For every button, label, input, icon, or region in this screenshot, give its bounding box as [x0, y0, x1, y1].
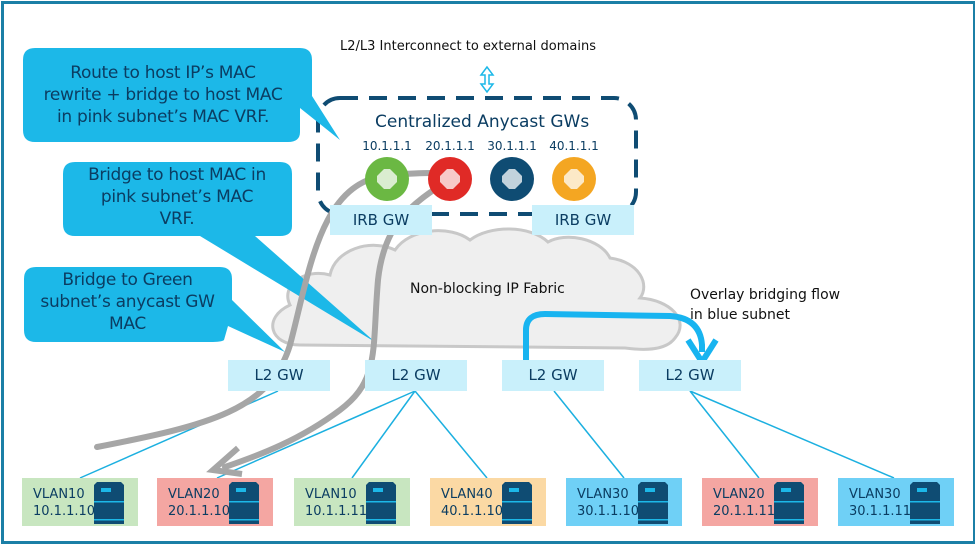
anycast-title: Centralized Anycast GWs	[375, 112, 590, 132]
host-vlan30-5: VLAN30 30.1.1.10	[566, 478, 682, 526]
router-icon	[490, 157, 534, 201]
callout-1-line-2: rewrite + bridge to host MAC	[43, 85, 283, 105]
callout-3-line-2: subnet’s anycast GW	[40, 292, 215, 312]
anycast-gw-ip: 20.1.1.1	[425, 139, 475, 153]
server-icon	[229, 482, 259, 524]
server-icon	[774, 482, 804, 524]
link-l2gw2-host2	[216, 390, 416, 479]
callout-2-line-1: Bridge to host MAC in	[88, 165, 266, 185]
l2-gw-1: L2 GW	[228, 360, 330, 391]
callout-1-bubble	[23, 48, 340, 142]
callout-3-line-1: Bridge to Green	[62, 270, 193, 290]
host-vlan: VLAN10	[33, 487, 85, 502]
host-vlan40-4: VLAN40 40.1.1.10	[430, 478, 546, 526]
overlay-label: Overlay bridging flow in blue subnet	[690, 285, 840, 325]
l2-gw-4: L2 GW	[639, 360, 741, 391]
callout-3-bubble	[24, 267, 285, 352]
callout-3-line-3: MAC	[109, 314, 146, 334]
anycast-group-box	[316, 96, 638, 216]
interconnect-arrow-icon	[479, 65, 495, 94]
host-ip: 30.1.1.11	[849, 504, 912, 519]
host-vlan: VLAN30	[849, 487, 901, 502]
router-icon	[365, 157, 409, 201]
host-vlan20-2: VLAN20 20.1.1.10	[157, 478, 273, 526]
server-icon	[502, 482, 532, 524]
host-vlan: VLAN30	[577, 487, 629, 502]
access-links	[79, 390, 895, 479]
host-ip: 10.1.1.11	[305, 504, 368, 519]
host-ip: 40.1.1.10	[441, 504, 504, 519]
callout-shapes	[23, 48, 375, 352]
host-ip: 20.1.1.11	[713, 504, 776, 519]
interconnect-label: L2/L3 Interconnect to external domains	[340, 39, 596, 54]
anycast-gw-ip: 40.1.1.1	[549, 139, 599, 153]
l2-gw-3: L2 GW	[502, 360, 604, 391]
host-vlan20-6: VLAN20 20.1.1.11	[702, 478, 818, 526]
callout-2-line-3: VRF.	[159, 209, 195, 229]
link-l2gw4-host7	[689, 390, 895, 479]
server-icon	[94, 482, 124, 524]
server-icon	[366, 482, 396, 524]
host-vlan: VLAN20	[713, 487, 765, 502]
callout-1-line-3: in pink subnet’s MAC VRF.	[56, 107, 270, 127]
link-l2gw2-host4	[414, 390, 488, 479]
host-label: VLAN40 40.1.1.10	[441, 486, 503, 520]
server-icon	[910, 482, 940, 524]
anycast-gw-ip: 10.1.1.1	[362, 139, 412, 153]
callout-route-to-host: Route to host IP’s MAC rewrite + bridge …	[28, 62, 298, 128]
callout-2-bubble	[63, 162, 375, 342]
host-label: VLAN10 10.1.1.11	[305, 486, 367, 520]
host-vlan: VLAN20	[168, 487, 220, 502]
host-vlan30-7: VLAN30 30.1.1.11	[838, 478, 954, 526]
callout-1-line-1: Route to host IP’s MAC	[70, 63, 256, 83]
host-ip: 30.1.1.10	[577, 504, 640, 519]
callout-2-line-2: pink subnet’s MAC	[100, 187, 254, 207]
fabric-label: Non-blocking IP Fabric	[410, 281, 565, 297]
host-ip: 10.1.1.10	[33, 504, 96, 519]
flow-path-green	[94, 170, 461, 450]
server-icon	[638, 482, 668, 524]
host-vlan10-3: VLAN10 10.1.1.11	[294, 478, 410, 526]
callout-bridge-to-host-mac: Bridge to host MAC in pink subnet’s MAC …	[64, 164, 290, 230]
overlay-bridging-arrow	[523, 310, 705, 360]
overlay-label-line-2: in blue subnet	[690, 307, 790, 323]
link-l2gw3-host5	[553, 390, 625, 479]
l2-gw-2: L2 GW	[365, 360, 467, 391]
anycast-gw-ip: 30.1.1.1	[487, 139, 537, 153]
router-icon	[428, 157, 472, 201]
link-l2gw4-host6	[689, 390, 760, 479]
overlay-label-line-1: Overlay bridging flow	[690, 287, 841, 303]
host-label: VLAN10 10.1.1.10	[33, 486, 95, 520]
flow-path-pink-arrowhead-icon	[206, 445, 243, 477]
host-label: VLAN30 30.1.1.10	[577, 486, 639, 520]
host-label: VLAN20 20.1.1.10	[168, 486, 230, 520]
callout-bridge-to-green: Bridge to Green subnet’s anycast GW MAC	[25, 269, 230, 335]
host-ip: 20.1.1.10	[168, 504, 231, 519]
irb-gw-left: IRB GW	[330, 205, 432, 235]
irb-gw-right: IRB GW	[532, 205, 634, 235]
host-vlan: VLAN10	[305, 487, 357, 502]
host-vlan: VLAN40	[441, 487, 493, 502]
host-label: VLAN30 30.1.1.11	[849, 486, 911, 520]
host-vlan10-1: VLAN10 10.1.1.10	[22, 478, 138, 526]
host-label: VLAN20 20.1.1.11	[713, 486, 775, 520]
link-l2gw2-host3	[351, 390, 416, 479]
router-icon	[552, 157, 596, 201]
